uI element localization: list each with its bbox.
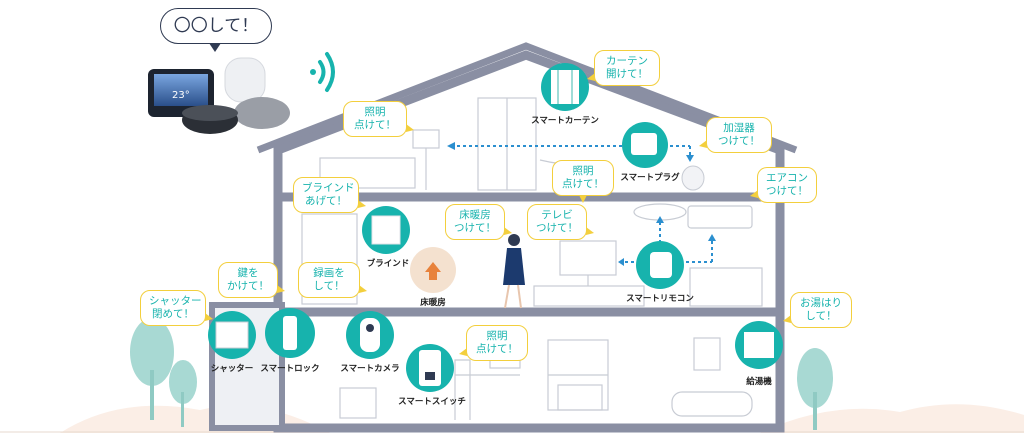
wifi-icon xyxy=(310,52,335,92)
bubble-floor-heat: 床暖房つけて！ xyxy=(445,204,512,240)
remote-icon xyxy=(650,252,672,278)
camera-icon xyxy=(360,318,380,352)
tree-icon xyxy=(797,348,833,430)
bubble-tv: テレビつけて！ xyxy=(527,204,594,240)
bubble-blind: ブラインドあげて！ xyxy=(293,177,366,213)
bubble-humidifier: 加湿器つけて！ xyxy=(699,117,772,153)
bubble-hot-water: お湯はりして！ xyxy=(783,292,852,328)
humidifier-icon xyxy=(681,165,705,191)
bubble-record: 録画をして！ xyxy=(298,262,367,298)
label-smart-plug: スマートプラグ xyxy=(620,173,680,183)
voice-command-bubble: 〇〇して！ xyxy=(160,8,272,52)
lock-icon xyxy=(283,316,297,350)
label-blind: ブラインド xyxy=(366,259,410,269)
house-frame xyxy=(256,42,798,433)
label-smart-curtain: スマートカーテン xyxy=(531,116,599,126)
woman-silhouette-icon xyxy=(503,234,525,309)
switch-icon xyxy=(419,350,441,386)
label-smart-switch: スマートスイッチ xyxy=(398,397,466,407)
curtain-icon xyxy=(551,70,579,104)
label-smart-camera: スマートカメラ xyxy=(340,364,400,374)
bubble-light-switch: 照明点けて！ xyxy=(459,325,528,361)
label-water-heater: 給湯機 xyxy=(746,377,772,387)
shutter-icon xyxy=(215,321,249,349)
tree-icon xyxy=(130,318,197,427)
bubble-shutter: シャッター閉めて！ xyxy=(140,290,213,326)
smart-speakers-icon xyxy=(148,57,290,134)
label-smart-remote: スマートリモコン xyxy=(626,294,694,304)
label-floor-heating: 床暖房 xyxy=(420,298,446,308)
water-heater-icon xyxy=(744,332,774,358)
label-shutter: シャッター xyxy=(210,364,254,374)
blind-icon xyxy=(371,215,401,245)
bubble-light-top: 照明点けて！ xyxy=(343,101,414,137)
bubble-curtain: カーテン開けて！ xyxy=(587,50,660,86)
bubble-aircon: エアコンつけて！ xyxy=(750,167,817,203)
bubble-lock: 鍵をかけて！ xyxy=(218,262,285,298)
plug-icon xyxy=(631,133,657,155)
floor-heating-icon xyxy=(410,247,456,293)
label-smart-lock: スマートロック xyxy=(260,364,320,374)
speaker-display-temp: 23° xyxy=(172,90,190,101)
bubble-light-mid: 照明点けて！ xyxy=(552,160,614,203)
